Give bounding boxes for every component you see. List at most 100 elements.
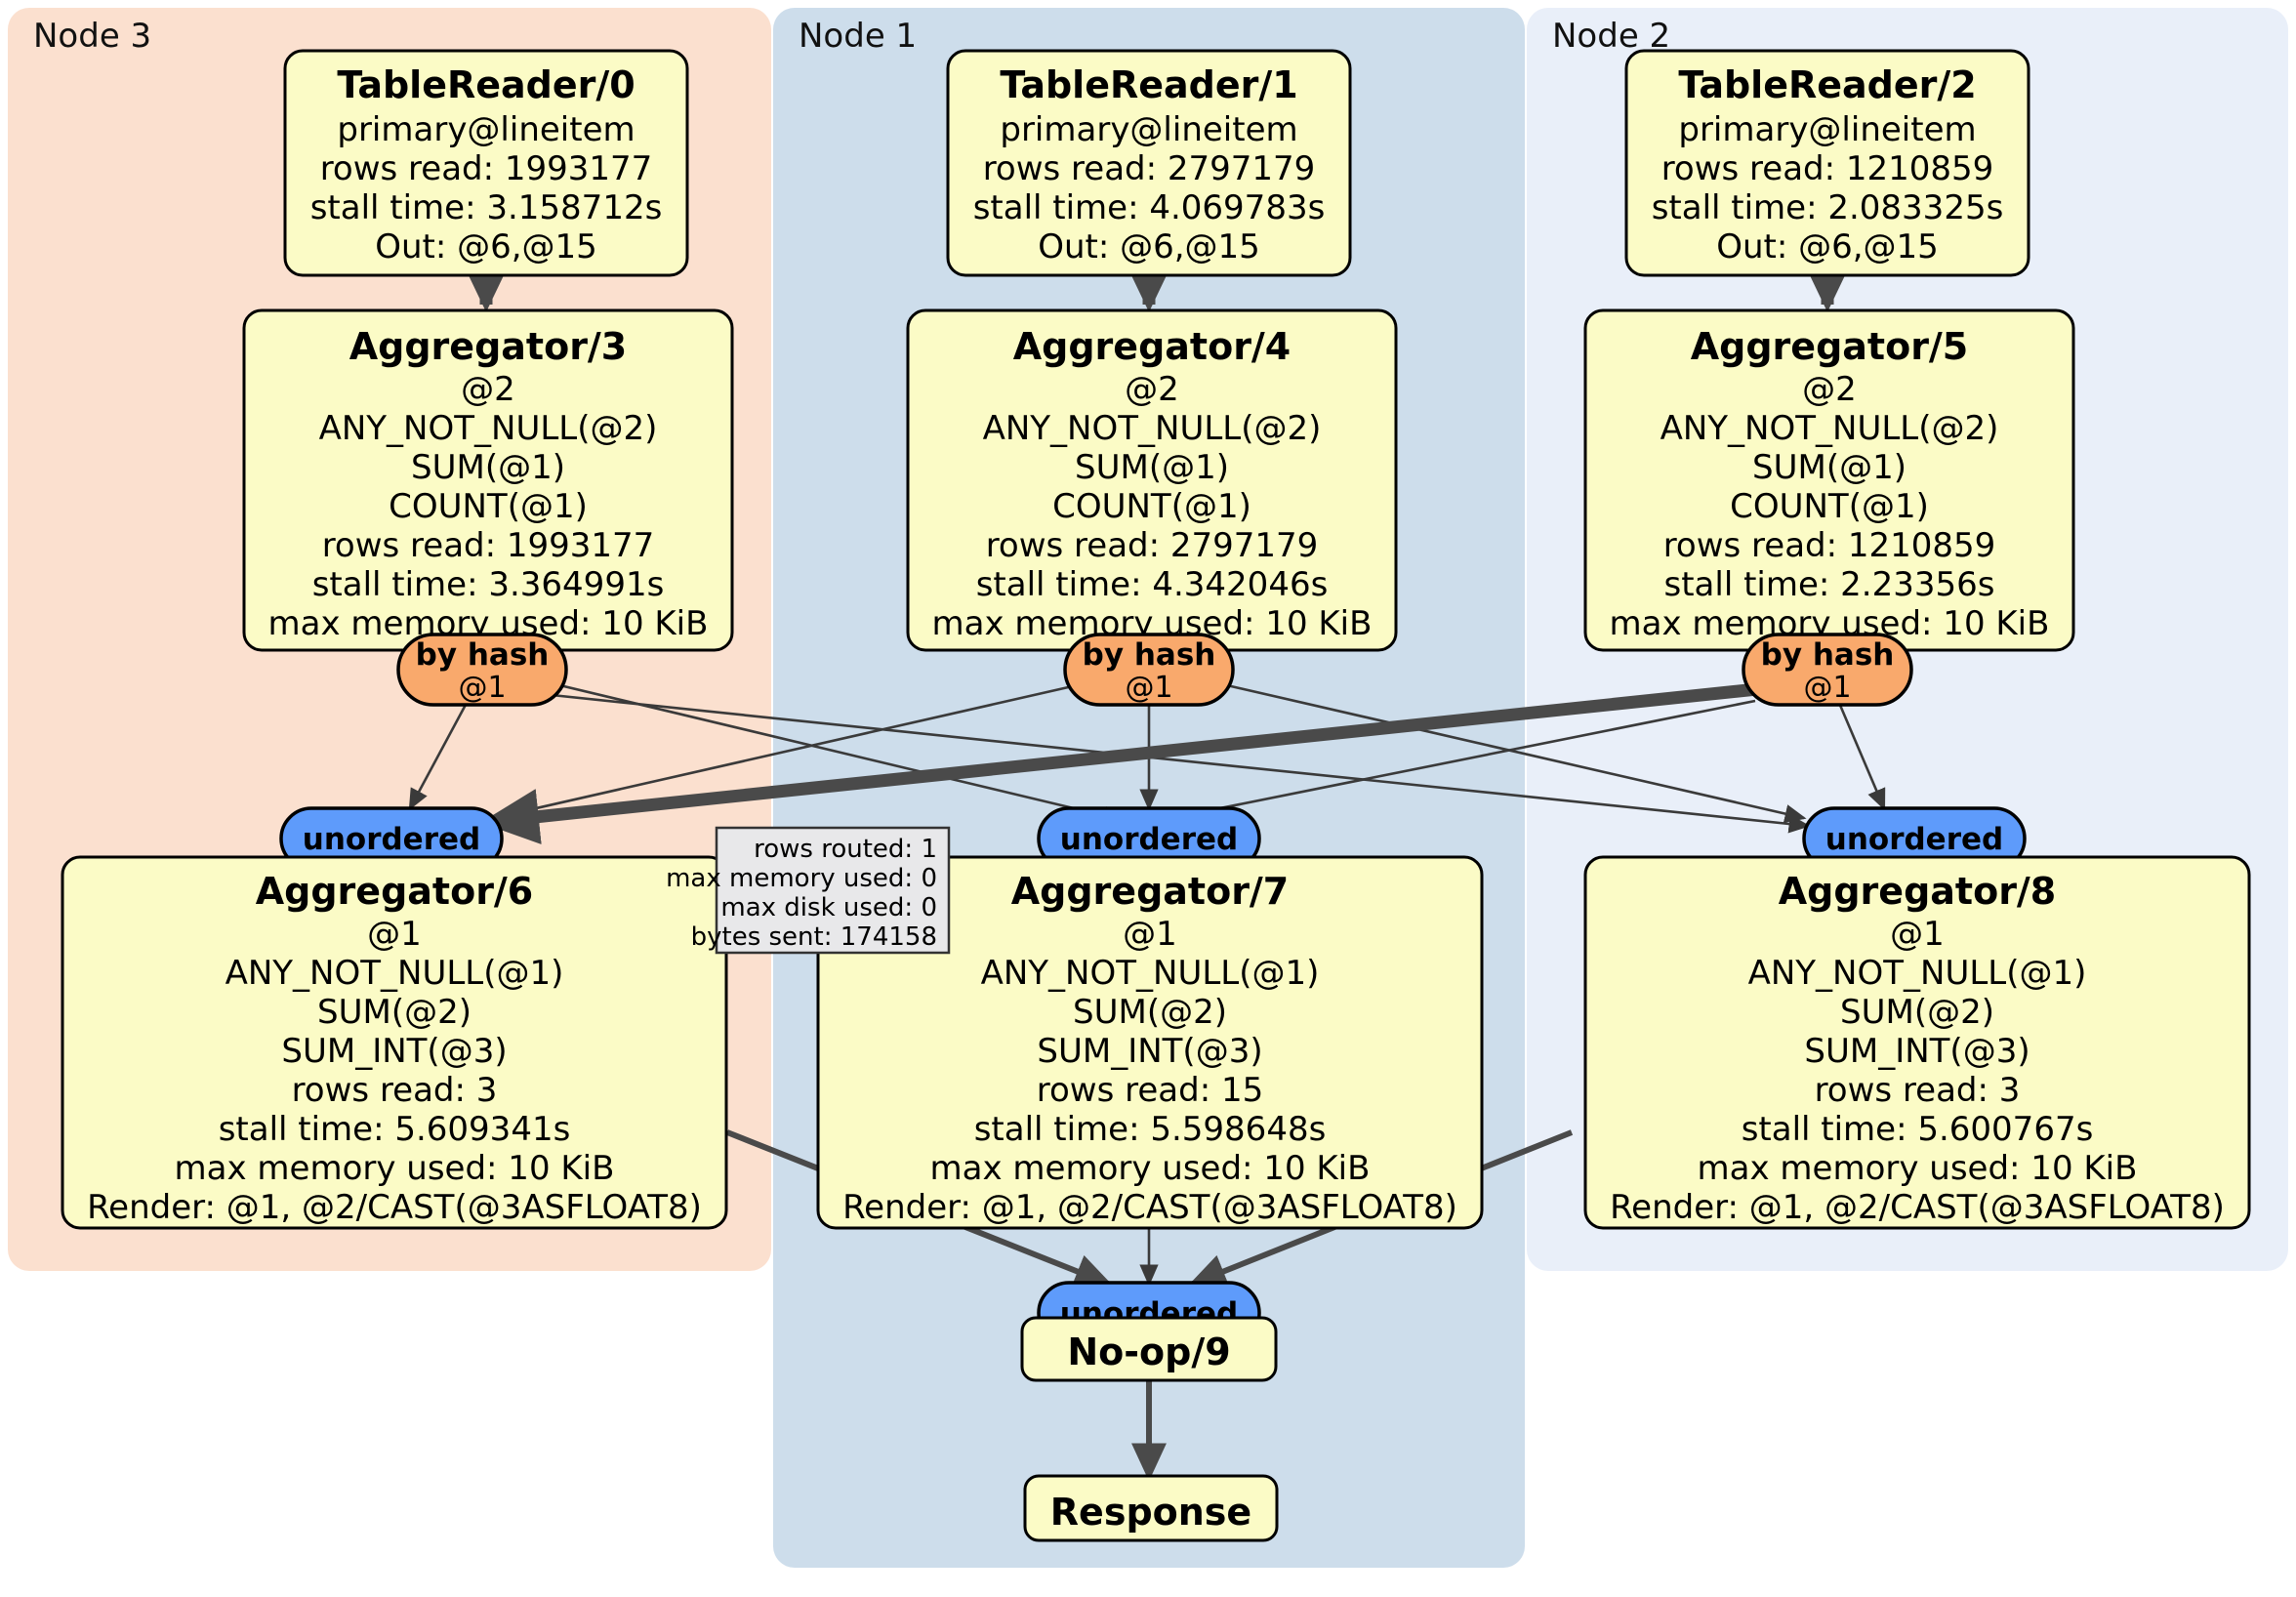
operator-aggregator-6[interactable]: Aggregator/6 @1 ANY_NOT_NULL(@1) SUM(@2)…: [61, 855, 728, 1230]
aggregator-6-box[interactable]: [61, 855, 728, 1230]
aggregator-7-line-0: @1: [1123, 915, 1177, 954]
aggregator-6-line-0: @1: [367, 915, 422, 954]
by-hash-mid-label: by hash: [1083, 637, 1216, 673]
tablereader-1-line-2: stall time: 4.069783s: [973, 188, 1326, 227]
aggregator-4-line-0: @2: [1125, 370, 1179, 409]
cluster-node1-label: Node 1: [799, 17, 917, 56]
aggregator-6-title: Aggregator/6: [256, 870, 534, 913]
edges-shuffle: [408, 681, 1886, 845]
aggregator-7-title: Aggregator/7: [1011, 870, 1290, 913]
synchronizer-unordered-left[interactable]: unordered: [279, 806, 504, 871]
operator-noop-9[interactable]: No-op/9: [1020, 1316, 1278, 1382]
edges-reader-to-aggregator: [458, 254, 1856, 312]
aggregator-8-box[interactable]: [1583, 855, 2251, 1230]
aggregator-6-line-7: Render: @1, @2/CAST(@3ASFLOAT8): [87, 1188, 702, 1227]
cluster-node3-label: Node 3: [33, 17, 151, 56]
noop-9-box[interactable]: [1020, 1316, 1278, 1382]
tablereader-0-line-2: stall time: 3.158712s: [310, 188, 663, 227]
aggregator-6-line-1: ANY_NOT_NULL(@1): [226, 954, 564, 993]
tablereader-0-box[interactable]: [283, 49, 689, 277]
response-box[interactable]: [1023, 1474, 1279, 1542]
operator-aggregator-8[interactable]: Aggregator/8 @1 ANY_NOT_NULL(@1) SUM(@2)…: [1583, 855, 2251, 1230]
router-by-hash-right[interactable]: by hash @1: [1742, 633, 1913, 707]
aggregator-5-line-4: rows read: 1210859: [1663, 526, 1996, 565]
operator-tablereader-0[interactable]: TableReader/0 primary@lineitem rows read…: [283, 49, 689, 277]
cluster-node2-label: Node 2: [1552, 17, 1670, 56]
synchronizer-unordered-right[interactable]: unordered: [1802, 806, 2027, 871]
operator-aggregator-3[interactable]: Aggregator/3 @2 ANY_NOT_NULL(@2) SUM(@1)…: [242, 308, 734, 652]
tablereader-2-line-0: primary@lineitem: [1678, 110, 1976, 149]
router-stats-line-2: max disk used: 0: [720, 893, 937, 922]
aggregator-3-line-0: @2: [461, 370, 515, 409]
aggregator-5-line-2: SUM(@1): [1752, 448, 1906, 487]
by-hash-right-pill[interactable]: [1742, 633, 1913, 707]
aggregator-6-line-3: SUM_INT(@3): [281, 1032, 507, 1071]
tablereader-1-line-0: primary@lineitem: [1000, 110, 1297, 149]
tablereader-1-box[interactable]: [946, 49, 1352, 277]
router-by-hash-left[interactable]: by hash @1: [396, 633, 568, 707]
edge-hashL-unorderedR: [551, 693, 1811, 834]
tablereader-0-title: TableReader/0: [337, 63, 635, 106]
by-hash-left-pill[interactable]: [396, 633, 568, 707]
aggregator-8-title: Aggregator/8: [1779, 870, 2057, 913]
aggregator-6-line-2: SUM(@2): [317, 993, 472, 1032]
aggregator-5-line-0: @2: [1802, 370, 1857, 409]
aggregator-7-line-2: SUM(@2): [1073, 993, 1227, 1032]
tablereader-1-line-3: Out: @6,@15: [1038, 227, 1260, 266]
aggregator-6-line-4: rows read: 3: [292, 1071, 498, 1110]
aggregator-8-line-3: SUM_INT(@3): [1804, 1032, 2030, 1071]
edge-hashL-unorderedL: [408, 702, 469, 811]
by-hash-mid-pill[interactable]: [1063, 633, 1235, 707]
aggregator-5-title: Aggregator/5: [1691, 325, 1969, 368]
by-hash-right-label: by hash: [1761, 637, 1895, 673]
operator-tablereader-1[interactable]: TableReader/1 primary@lineitem rows read…: [946, 49, 1352, 277]
tablereader-2-box[interactable]: [1624, 49, 2030, 277]
aggregator-7-line-3: SUM_INT(@3): [1037, 1032, 1262, 1071]
aggregator-8-line-7: Render: @1, @2/CAST(@3ASFLOAT8): [1610, 1188, 2225, 1227]
operator-aggregator-7[interactable]: Aggregator/7 @1 ANY_NOT_NULL(@1) SUM(@2)…: [816, 855, 1484, 1230]
router-stats-line-3: bytes sent: 174158: [691, 922, 937, 952]
edge-hashR-unorderedL: [480, 682, 1758, 845]
tablereader-2-line-3: Out: @6,@15: [1716, 227, 1939, 266]
synchronizer-unordered-mid[interactable]: unordered: [1037, 806, 1261, 871]
response-title: Response: [1050, 1491, 1251, 1534]
tablereader-0-line-0: primary@lineitem: [337, 110, 635, 149]
aggregator-5-line-1: ANY_NOT_NULL(@2): [1660, 409, 1999, 448]
operator-aggregator-4[interactable]: Aggregator/4 @2 ANY_NOT_NULL(@2) SUM(@1)…: [906, 308, 1398, 652]
aggregator-8-line-0: @1: [1890, 915, 1945, 954]
aggregator-4-line-4: rows read: 2797179: [986, 526, 1319, 565]
aggregator-4-line-2: SUM(@1): [1075, 448, 1229, 487]
aggregator-3-line-5: stall time: 3.364991s: [312, 565, 665, 604]
aggregator-3-line-1: ANY_NOT_NULL(@2): [319, 409, 658, 448]
aggregator-6-line-6: max memory used: 10 KiB: [175, 1149, 615, 1188]
tablereader-2-title: TableReader/2: [1678, 63, 1976, 106]
operator-aggregator-5[interactable]: Aggregator/5 @2 ANY_NOT_NULL(@2) SUM(@1)…: [1583, 308, 2075, 652]
aggregator-5-line-3: COUNT(@1): [1730, 487, 1929, 526]
aggregator-5-line-5: stall time: 2.23356s: [1664, 565, 1995, 604]
aggregator-4-line-3: COUNT(@1): [1052, 487, 1251, 526]
operator-tablereader-2[interactable]: TableReader/2 primary@lineitem rows read…: [1624, 49, 2030, 277]
aggregator-3-line-3: COUNT(@1): [389, 487, 588, 526]
aggregator-7-line-7: Render: @1, @2/CAST(@3ASFLOAT8): [842, 1188, 1457, 1227]
aggregator-4-line-1: ANY_NOT_NULL(@2): [983, 409, 1322, 448]
tablereader-0-line-3: Out: @6,@15: [375, 227, 597, 266]
aggregator-7-box[interactable]: [816, 855, 1484, 1230]
router-stats-line-0: rows routed: 1: [754, 835, 937, 864]
unordered-mid-label: unordered: [1060, 822, 1238, 857]
aggregator-3-line-4: rows read: 1993177: [322, 526, 655, 565]
by-hash-mid-sub: @1: [1125, 671, 1172, 705]
edge-hashM-unorderedL: [456, 681, 1086, 832]
router-by-hash-mid[interactable]: by hash @1: [1063, 633, 1235, 707]
aggregator-4-line-5: stall time: 4.342046s: [976, 565, 1329, 604]
aggregator-7-line-5: stall time: 5.598648s: [974, 1110, 1327, 1149]
aggregator-8-line-5: stall time: 5.600767s: [1742, 1110, 2094, 1149]
aggregator-4-title: Aggregator/4: [1013, 325, 1292, 368]
operator-response[interactable]: Response: [1023, 1474, 1279, 1542]
tablereader-2-line-2: stall time: 2.083325s: [1652, 188, 2004, 227]
by-hash-left-sub: @1: [458, 671, 506, 705]
edge-hashR-unorderedM: [1159, 699, 1756, 826]
by-hash-left-label: by hash: [416, 637, 550, 673]
aggregator-7-line-1: ANY_NOT_NULL(@1): [981, 954, 1320, 993]
aggregator-8-line-1: ANY_NOT_NULL(@1): [1748, 954, 2087, 993]
